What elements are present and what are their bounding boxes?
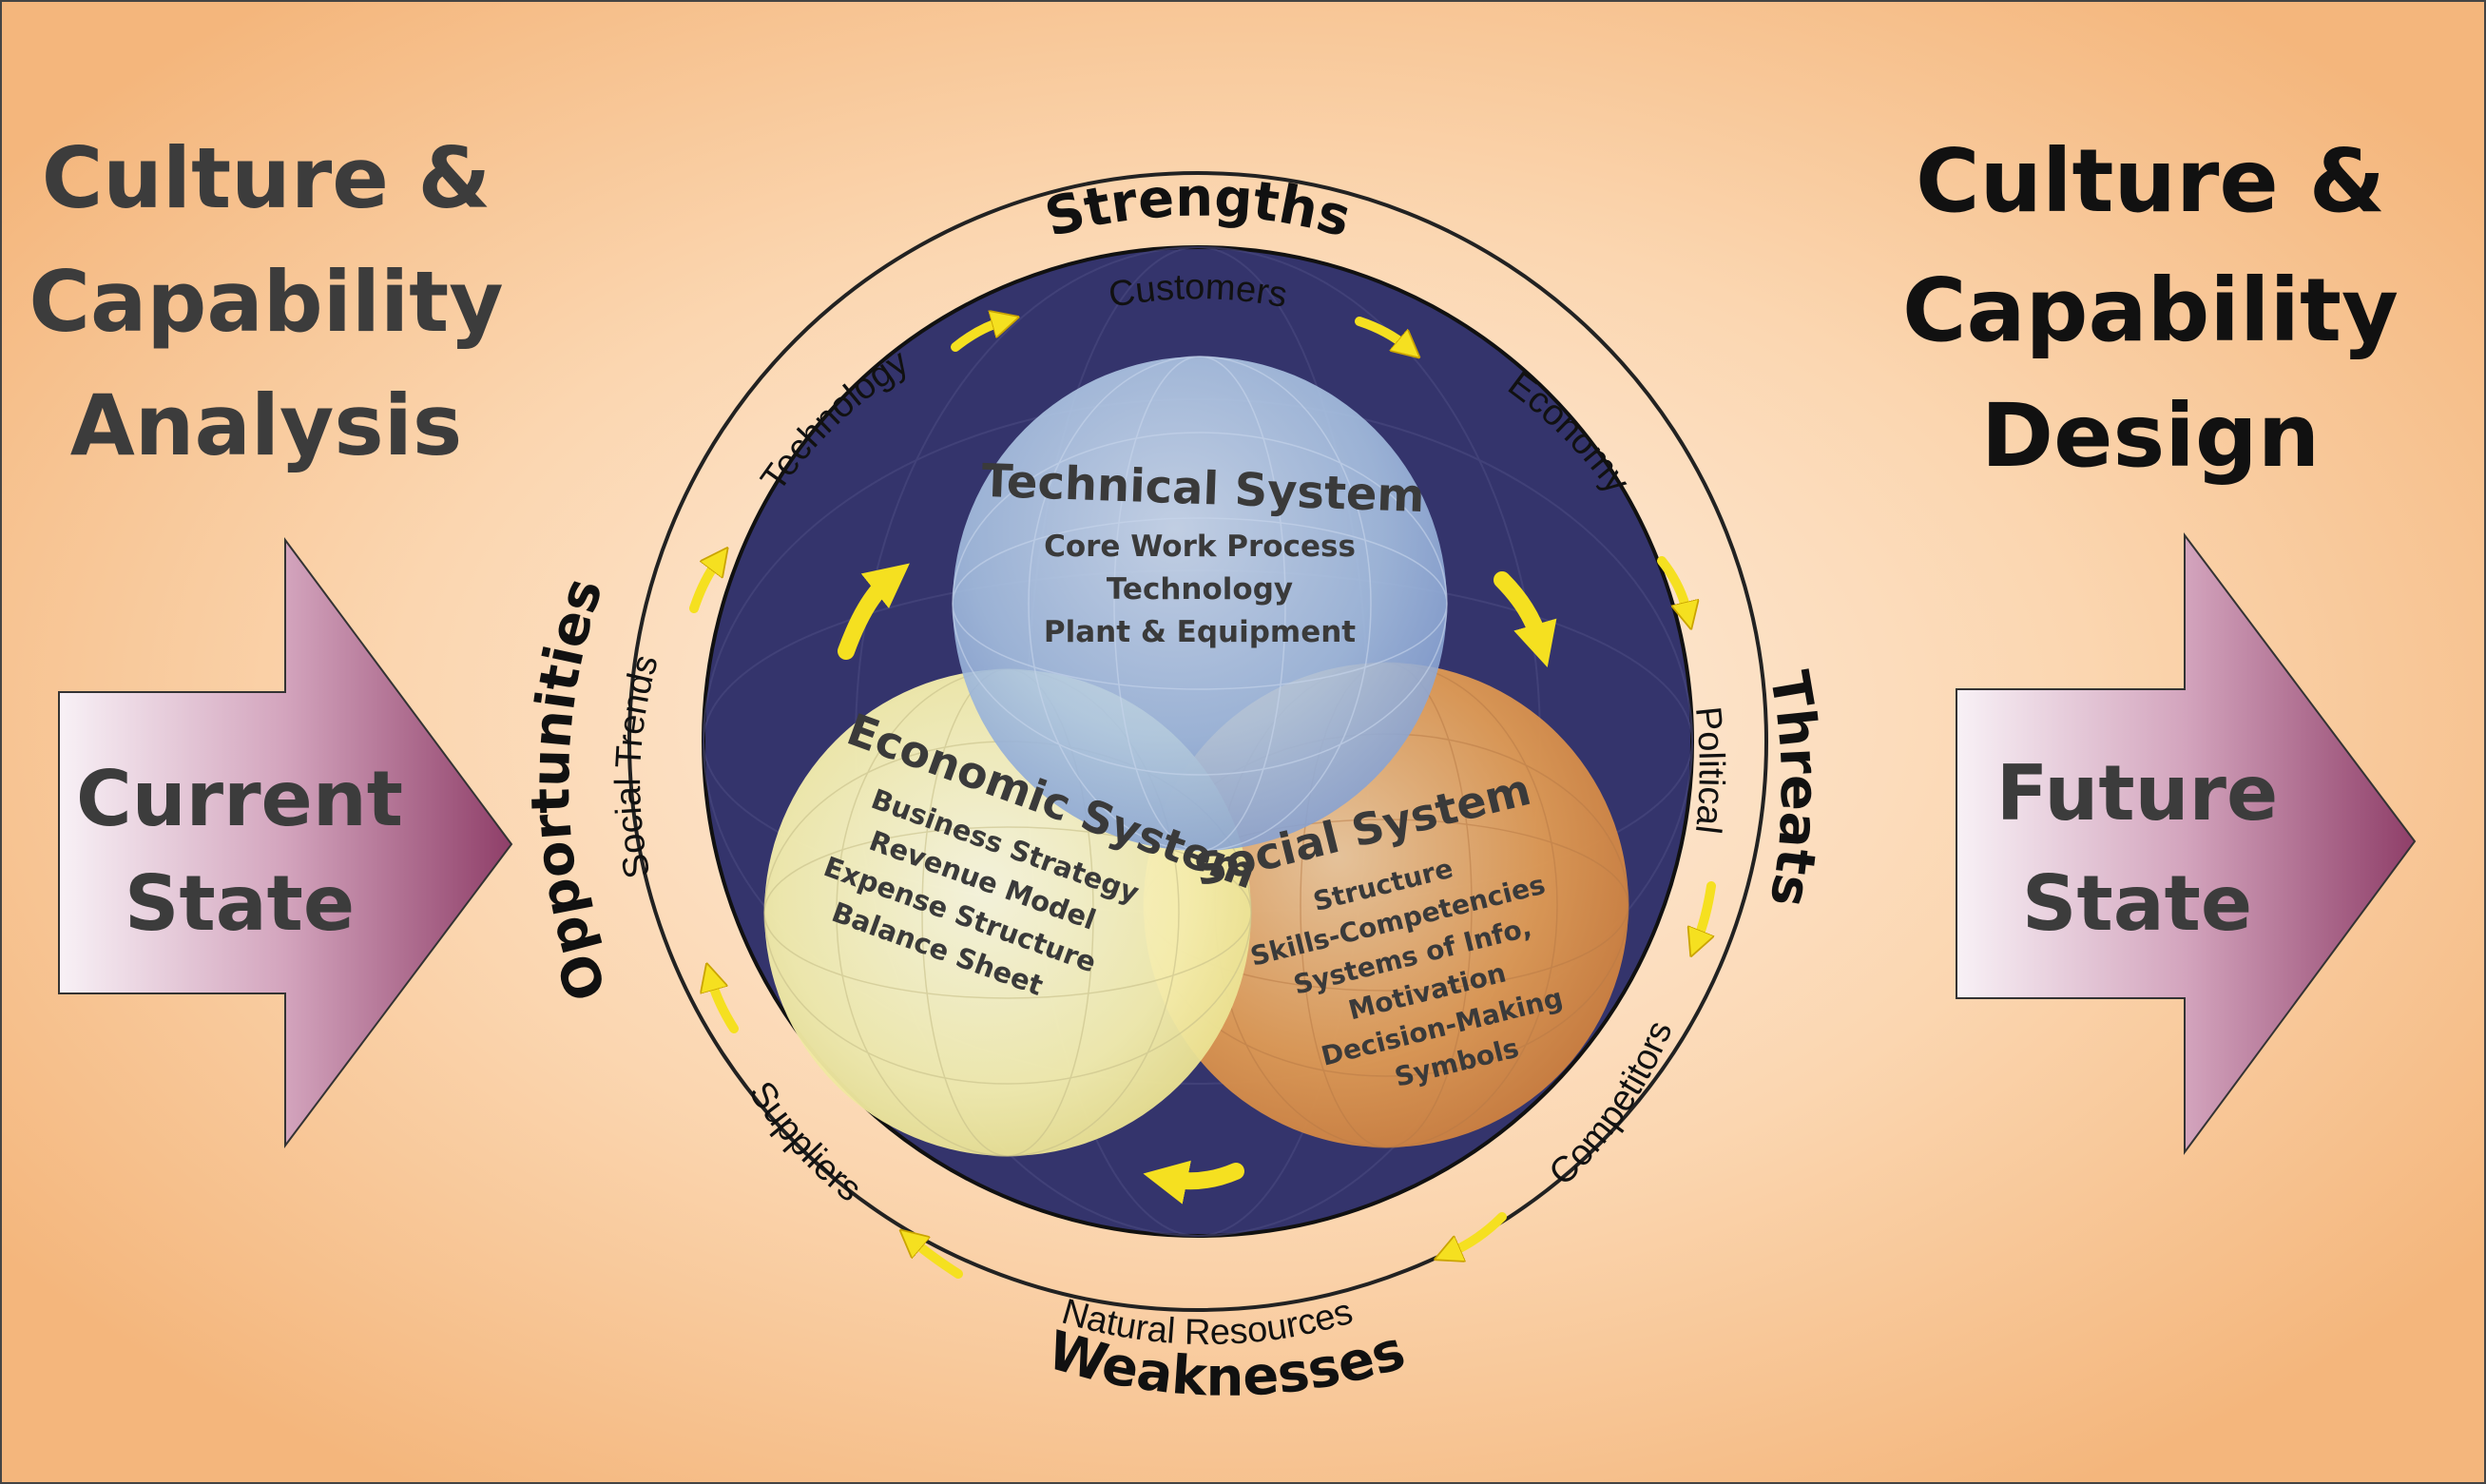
inner-cycle-arrows (838, 563, 1557, 1205)
future-state-line-2: State (2022, 859, 2252, 948)
ring-cycle-arrows (689, 317, 1716, 1279)
current-state-line-1: Current (76, 755, 403, 843)
ring-arrow-8 (689, 561, 718, 613)
left-title: Culture & Capability Analysis (29, 129, 503, 474)
left-title-line-3: Analysis (70, 376, 463, 474)
political-label: Political (1687, 704, 1731, 836)
inner-arrow-social-to-econ (1143, 1160, 1244, 1205)
left-title-line-1: Culture & (42, 129, 491, 227)
technical-item-3: Plant & Equipment (1044, 615, 1356, 649)
right-title-line-3: Design (1981, 385, 2320, 487)
right-title-line-1: Culture & (1916, 130, 2385, 232)
future-state-line-1: Future (1996, 749, 2279, 838)
technical-item-2: Technology (1107, 572, 1293, 607)
left-title-line-2: Capability (29, 253, 503, 351)
ring-arrow-6 (913, 1241, 963, 1279)
ring-arrow-4 (1697, 881, 1716, 941)
ring-arrow-5 (1450, 1212, 1507, 1253)
threats-label: Threats (1757, 666, 1830, 912)
inner-arrow-tech-to-social (1494, 571, 1557, 667)
outer-ring (627, 171, 1768, 1312)
right-title-line-2: Capability (1902, 260, 2399, 361)
ring-arrow-3 (1657, 556, 1687, 613)
technical-system-sphere (952, 356, 1448, 852)
technical-item-1: Core Work Process (1044, 530, 1356, 564)
ring-arrow-2 (1355, 317, 1407, 347)
inner-arrow-econ-to-tech (838, 563, 910, 660)
ring-arrow-7 (711, 979, 739, 1033)
technical-system-text: Technical System Core Work Process Techn… (981, 454, 1426, 649)
current-state-line-2: State (125, 859, 355, 948)
ring-arrow-1 (951, 321, 1003, 352)
right-title: Culture & Capability Design (1902, 130, 2399, 487)
future-state-arrow: Future State (1956, 532, 2417, 1156)
current-state-arrow: Current State (58, 536, 513, 1148)
